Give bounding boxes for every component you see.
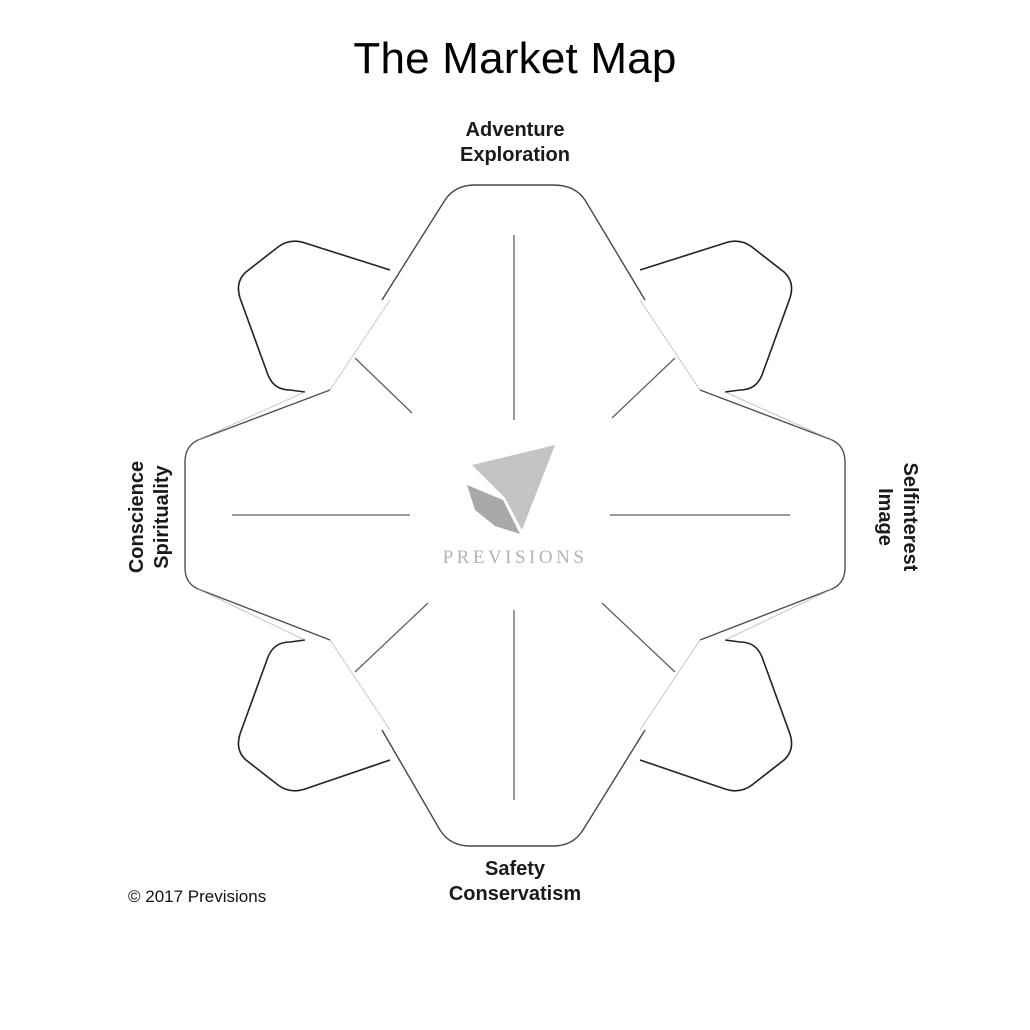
page-title: The Market Map [353,34,677,83]
axis-label-right-line2: Image [874,488,896,546]
radial-lines [232,235,790,800]
previsions-logo-icon [467,445,555,534]
axis-label-right-line1: Selfinterest [899,462,921,572]
axis-label-top-line2: Exploration [459,144,570,166]
axis-label-bottom: Safety Conservatism [365,857,665,907]
radial-line-upper-left [354,357,413,414]
petal-bottom [381,729,646,847]
axis-label-top: Adventure Exploration [365,118,665,168]
petal-right [699,389,846,641]
copyright-notice: © 2017 Previsions [128,887,267,906]
radial-line-lower-right [601,602,676,673]
radial-line-lower-left [354,602,429,673]
petal-upper-left [237,240,391,393]
axis-label-bottom-line2: Conservatism [448,883,582,905]
axis-label-bottom-line1: Safety [484,858,546,880]
axis-label-top-line1: Adventure [465,119,565,141]
petal-lower-right [639,639,793,792]
radial-line-upper-right [611,357,676,419]
petal-top [381,184,646,301]
axis-label-right: Selfinterest Image [872,397,922,637]
petal-upper-right [639,240,793,393]
logo-wordmark: PREVISIONS [442,547,588,568]
connector-edges [197,299,833,731]
axis-label-left: Conscience Spirituality [125,397,175,637]
axis-label-left-line2: Spirituality [151,465,173,569]
petal-left [184,389,331,641]
axis-label-left-line1: Conscience [126,460,148,574]
petal-lower-left [237,639,391,792]
